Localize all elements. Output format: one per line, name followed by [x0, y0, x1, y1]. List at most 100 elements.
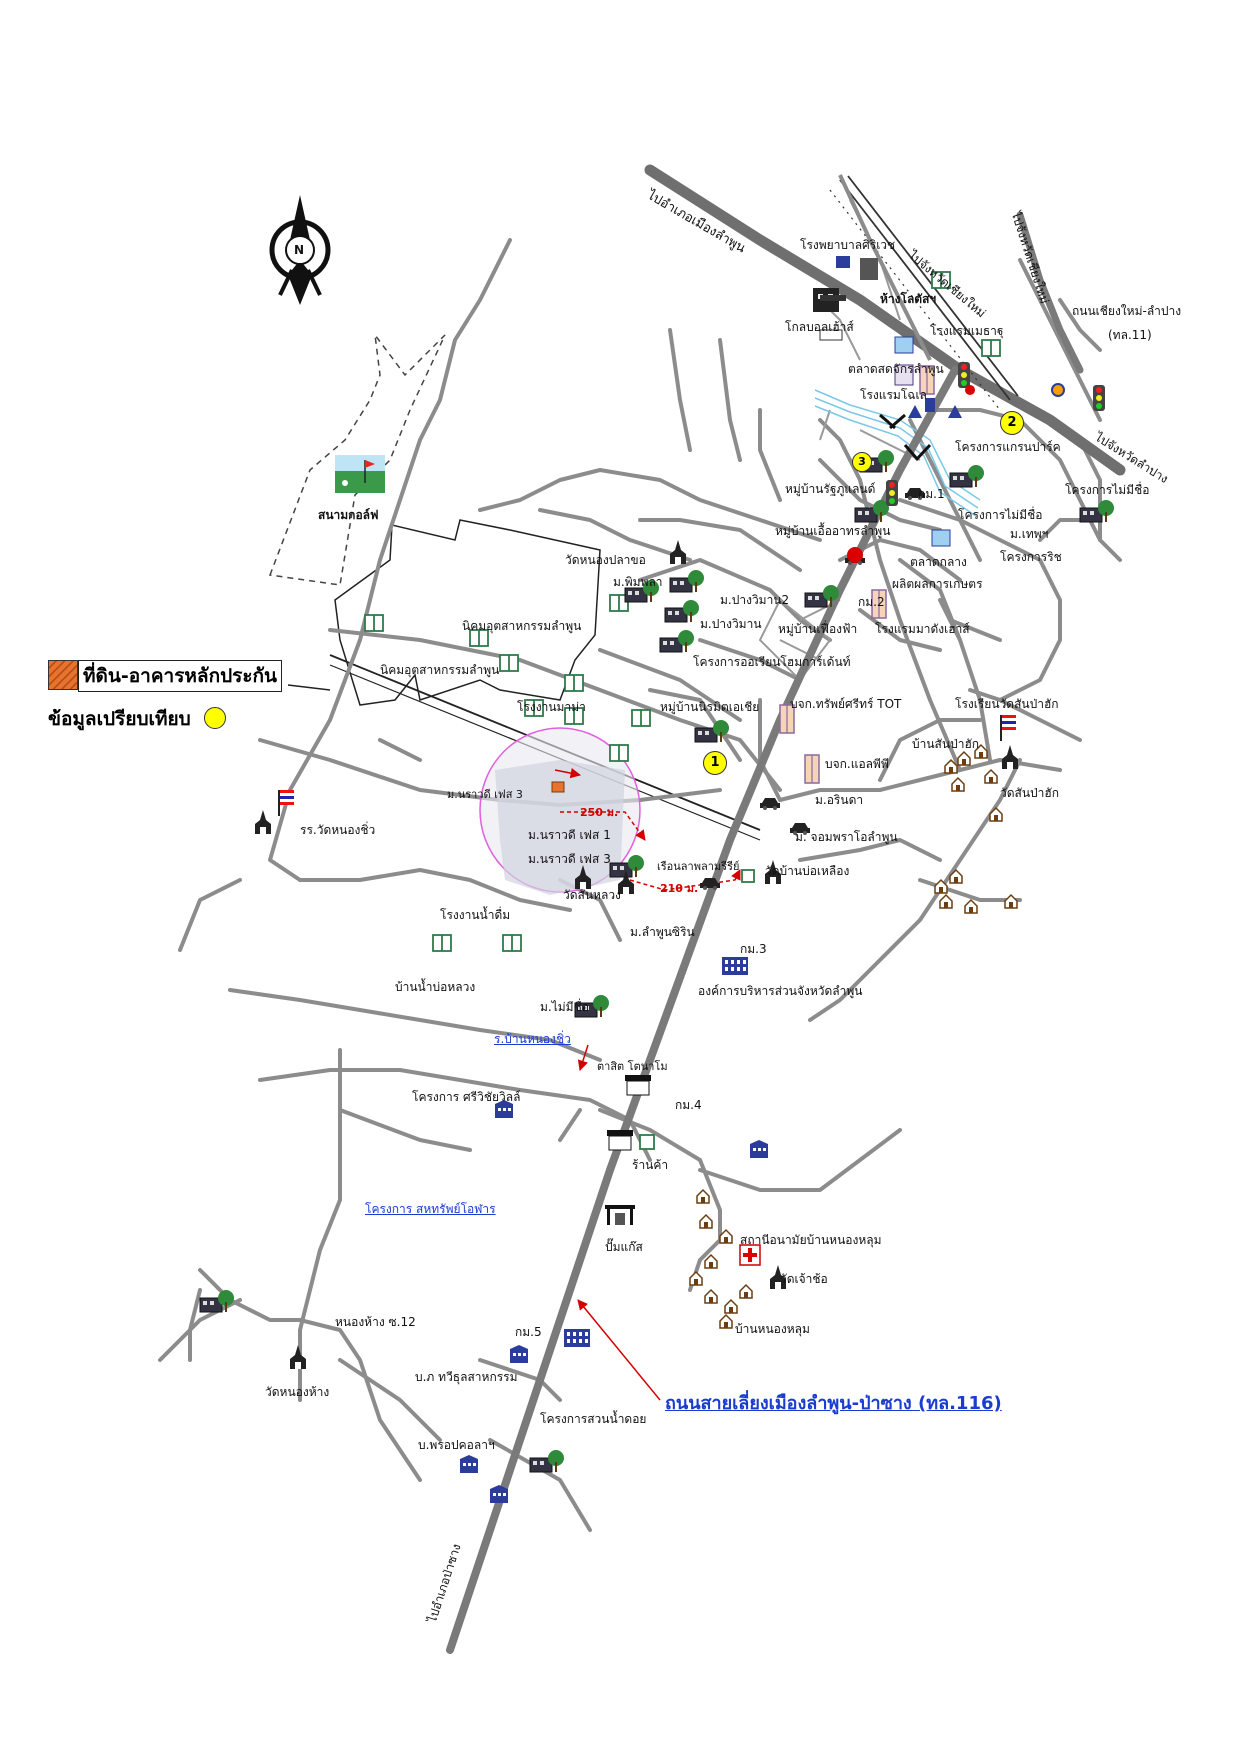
label-km1: กม.1 [918, 487, 945, 501]
label-hotel2: โรงแรมโฉเล [860, 388, 927, 402]
label-m-nara3-top: ม.นราวดี เฟส 3 [447, 788, 523, 801]
label-wat-chao-so: วัดเจ้าช้อ [780, 1272, 828, 1286]
label-shop-lamphun: เรือนลาพลามรีรีย์ [657, 860, 740, 873]
marker-1: 1 [703, 751, 727, 775]
label-rasaland: หมู่บ้านรัฐภูแลนด์ [785, 482, 876, 496]
label-m-pang-wiman2: ม.ปางวิมาน2 [720, 593, 790, 607]
label-m-arin: ม.อรินดา [815, 793, 864, 807]
compass-label: N [294, 243, 305, 257]
label-hotel-raya: โรงแรมมาดังเฮาส์ [875, 622, 970, 636]
label-kor-market: ตลาดกลาง [910, 555, 967, 569]
label-tot: บจก.ทรัพย์ศรีทร์ TOT [790, 697, 902, 711]
label-market: ตลาดสดจักรลำพูน [848, 362, 944, 376]
arrow-250m [560, 811, 646, 841]
distance-210m: 210 ม. [660, 882, 699, 895]
label-m-nara3: ม.นราวดี เฟส 3 [528, 852, 611, 866]
label-hospital-sri: โรงพยาบาลศิริเวช [800, 238, 896, 252]
road-label-route11: (ทล.11) [1108, 328, 1152, 342]
label-bor-sahathip: บ.ภ ทวีธุลสาหกรรม [415, 1370, 518, 1384]
golf-boundary [268, 332, 446, 586]
factory-icon [364, 271, 1001, 952]
label-kor-sahasap: โครงการ สหทรัพย์โอฬาร [365, 1202, 496, 1216]
radius-fill [495, 760, 625, 895]
arrow-nong-chiu [577, 1044, 589, 1072]
road-label-route116: ถนนสายเลี่ยงเมืองลำพูน-ป่าซาง (ทล.116) [665, 1393, 1002, 1414]
label-m-pang-wiman: ม.ปางวิมาน [700, 617, 762, 631]
shop-icon [607, 295, 846, 1151]
label-k-richi: โครงการริช [1000, 550, 1062, 564]
label-dealer: ตาสิต โตนาโม [597, 1060, 668, 1073]
road-label-chiangmai-lampang: ถนนเชียงใหม่-ลำปาง [1072, 304, 1182, 318]
legend-comparable-dot [204, 707, 226, 729]
label-golf: สนามกอล์ฟ [318, 508, 379, 522]
label-industrial2: นิคมอุตสาหกรรมลำพูน [380, 663, 500, 677]
bridge-icon [879, 413, 932, 462]
label-km5: กม.5 [515, 1325, 542, 1339]
label-km2: กม.2 [858, 595, 885, 609]
label-mall: ห้างโลตัสฯ [880, 292, 937, 306]
arrow-route116-label [577, 1299, 661, 1401]
label-km4: กม.4 [675, 1098, 702, 1112]
label-kor-sriwiwat: โครงการ ศรีวิชัยวิลล์ [412, 1090, 521, 1104]
label-m-phim: ม.พิมพลา [613, 575, 663, 589]
label-m-mai-choe: ม.ไม่มีชื่อ [540, 1000, 589, 1014]
minor-roads [158, 238, 1122, 1532]
label-apple: บจก.แอลพีพี [825, 757, 889, 771]
label-gas: ปั๊มแก๊ส [605, 1240, 643, 1254]
collateral-site-marker [551, 781, 565, 793]
label-water-factory: โรงงานน้ำดื่ม [440, 908, 511, 922]
label-grand-park: โครงการแกรนปาร์ค [955, 440, 1061, 454]
compass-icon [269, 195, 331, 305]
label-school-nong-chiu: รร.วัดหนองชิ่ว [300, 823, 376, 837]
label-ban-nirom: หมู่บ้านนิรมิตเอเชีย [660, 700, 760, 714]
label-wat-nong-ham: วัดหนองห้าง [265, 1385, 330, 1399]
label-ban-sanpakak: บ้านสันป่าฮัก [912, 737, 980, 751]
label-ban-nong-lum: บ้านหนองหลุม [735, 1322, 810, 1336]
label-ban-phuang: หมู่บ้านเฟื่องฟ้า [778, 622, 858, 636]
marker-2: 2 [1000, 411, 1024, 435]
label-nong-ham: หนองห้าง ซ.12 [335, 1315, 416, 1329]
label-ban-nong-chiu: ร.บ้านหนองชิ่ว [494, 1032, 571, 1046]
gas-station-icon [605, 1205, 635, 1225]
label-wat-ban-na-bo: วัดบ้านบ่อเหลือง [765, 864, 850, 878]
marker-3: 3 [852, 452, 872, 472]
label-wat-sanpakak: วัดสันป่าฮัก [1000, 786, 1060, 800]
route11-road [644, 164, 1126, 476]
label-industrial1: นิคมอุตสาหกรรมลำพูน [462, 619, 582, 633]
legend-comparable: ข้อมูลเปรียบเทียบ [48, 708, 191, 730]
label-m-lamphun-siri: ม.ลำพูนซิริน [630, 925, 695, 939]
label-m-nara1: ม.นราวดี เฟส 1 [528, 828, 611, 842]
label-kor-product: ผลิตผลการเกษตร [892, 577, 983, 591]
label-school-sanpakak: โรงเรียนวัดสันป่าฮัก [955, 697, 1059, 711]
arrow-local [554, 767, 582, 779]
golf-icon [335, 455, 385, 493]
label-wat-nong-pla-kho: วัดหนองปลาขอ [565, 553, 646, 567]
label-hotel-ha: โรงแรมเมธาฐุ [930, 324, 1004, 338]
label-kor-orientation: โครงการออเรียนโฮมการ์เด้นท์ [693, 655, 851, 669]
label-mor-aoc: ม.เทพฯ [1010, 527, 1049, 541]
label-obj-lamphun: องค์การบริหารส่วนจังหวัดลำพูน [698, 984, 863, 998]
chiangmai-road-north [838, 174, 932, 361]
bus-stop-icon [847, 383, 1065, 563]
label-m-jamjaroen: ม. จอมพราโอลำพูน [795, 830, 898, 844]
label-khemsit: หมู่บ้านเอื้ออาทรลำพูน [775, 524, 891, 538]
label-shop: ร้านค้า [632, 1158, 669, 1172]
label-wat-san-luang: วัดสันหลวง [563, 888, 621, 902]
label-kor-suan-nam: โครงการสวนน้ำดอย [540, 1412, 647, 1426]
distance-250m: 250 ม. [580, 806, 619, 819]
label-mai-choe2: โครงการไม่มีชื่อ [958, 508, 1043, 522]
hospital-icon [739, 1244, 761, 1266]
legend-collateral: ที่ดิน-อาคารหลักประกัน [78, 660, 283, 692]
comparable-property-icon [779, 365, 935, 784]
route116-bypass-road [446, 366, 959, 1654]
lampang-road [1016, 211, 1084, 374]
label-global-house: โกลบอลเฮ้าส์ [785, 320, 854, 334]
legend-connector [287, 684, 331, 691]
label-mai-choe1: โครงการไม่มีชื่อ [1065, 483, 1150, 497]
label-km3: กม.3 [740, 942, 767, 956]
label-bor-porn: บ.พรอปคอลาฯ [418, 1438, 495, 1452]
label-health-center: สถานีอนามัยบ้านหนองหลุม [740, 1233, 882, 1247]
label-ban-na-bo-luang: บ้านน้ำบ่อหลวง [395, 980, 476, 994]
label-factory-mama: โรงงานมาม่า [517, 700, 586, 714]
